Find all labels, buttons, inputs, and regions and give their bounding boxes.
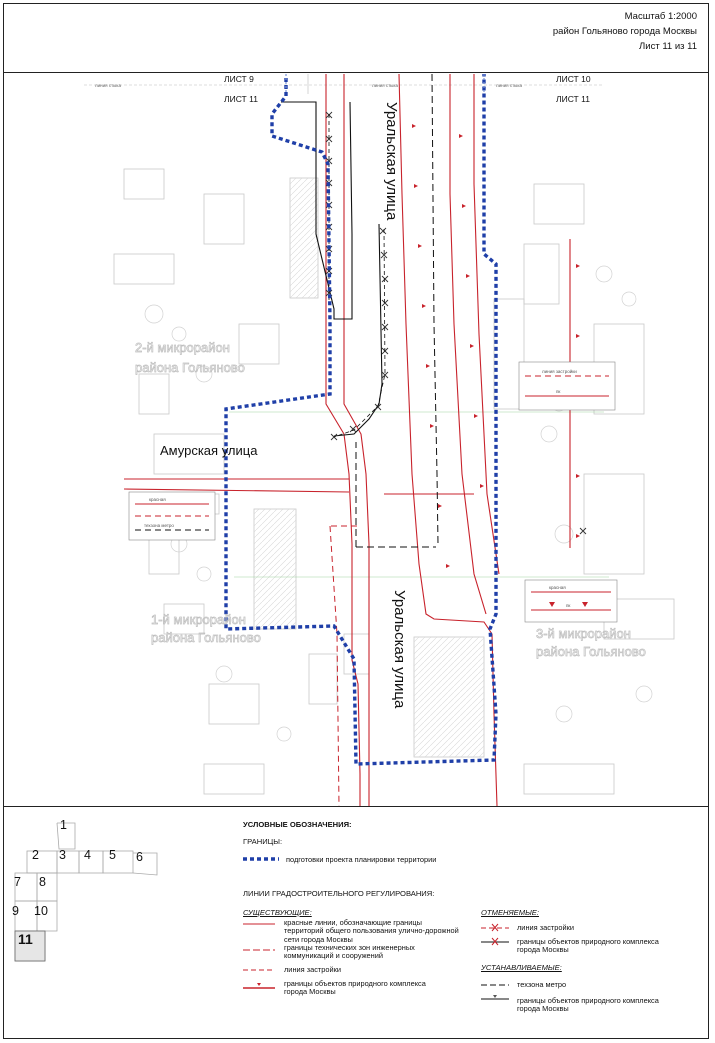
key-map-sheet: 4 <box>84 848 91 862</box>
district-label-2: 2-й микрорайон <box>135 340 230 355</box>
callout-text: красная <box>149 497 166 502</box>
sheet-ref-11: ЛИСТ 11 <box>224 94 258 104</box>
key-map-sheet: 7 <box>14 875 21 889</box>
legend-existing-heading: СУЩЕСТВУЮЩИЕ: <box>243 908 312 917</box>
key-map-sheet: 8 <box>39 875 46 889</box>
stitch-line-label: линия стыка <box>372 83 398 88</box>
map-area: линия стыка линия стыка линия стыка ЛИСТ… <box>4 73 708 807</box>
street-label-uralskaya: Уральская улица <box>383 102 400 221</box>
key-map-sheet: 1 <box>60 818 67 832</box>
legend-lines-heading: ЛИНИИ ГРАДОСТРОИТЕЛЬНОГО РЕГУЛИРОВАНИЯ: <box>243 889 435 898</box>
title-block: Масштаб 1:2000 район Гольяново города Мо… <box>3 3 709 73</box>
legend-established-heading: УСТАНАВЛИВАЕМЫЕ: <box>481 963 562 972</box>
legend-boundaries-heading: ГРАНИЦЫ: <box>243 837 283 846</box>
red-line-markers <box>412 124 580 568</box>
legend-existing-item: линия застройки <box>284 965 341 974</box>
sheet-frame <box>3 3 709 1039</box>
cancelled-markers <box>325 111 587 535</box>
scale-label: Масштаб 1:2000 <box>624 11 697 22</box>
legend-boundary-label: подготовки проекта планировки территории <box>286 855 437 864</box>
sheet-number-label: Лист 11 из 11 <box>639 41 697 52</box>
district-label: район Гольяново города Москвы <box>552 26 697 37</box>
legend-established-item: техзона метро <box>517 980 567 989</box>
legend-panel: 1 2 3 4 5 6 7 8 9 10 11 УСЛОВНЫЕ ОБОЗНАЧ… <box>3 806 709 1039</box>
legend-boundary-symbol <box>243 857 279 861</box>
basemap-hatch <box>254 178 484 757</box>
district-label-3: 3-й микрорайон <box>536 626 631 641</box>
district-label-1: района Гольяново <box>151 630 261 645</box>
map-canvas: линия стыка линия стыка линия стыка ЛИСТ… <box>84 73 675 807</box>
cancelled-markers-dash <box>328 114 386 438</box>
callout-right-bottom: красная пк <box>524 579 618 623</box>
legend-existing-item: границы технических зон инженерных комму… <box>284 943 415 961</box>
key-map-sheet: 3 <box>59 848 66 862</box>
established-boundary <box>281 101 383 437</box>
key-map-current-sheet: 11 <box>18 931 33 947</box>
legend-metro-symbol <box>481 984 509 986</box>
legend-title: УСЛОВНЫЕ ОБОЗНАЧЕНИЯ: <box>243 820 352 829</box>
callout-text: пк <box>566 603 570 608</box>
metro-zone-lines <box>355 73 439 548</box>
legend-nature-symbol <box>243 983 275 989</box>
legend-cancelled-item: границы объектов природного комплекса го… <box>517 937 659 955</box>
red-dashed-lines <box>329 525 359 807</box>
sheet-ref-11: ЛИСТ 11 <box>556 94 590 104</box>
stitch-line-label: линия стыка <box>95 83 121 88</box>
legend-cancelled-build-symbol <box>481 923 509 932</box>
legend-cancelled-nature-symbol <box>481 937 509 946</box>
boundary-ticks <box>285 74 485 94</box>
legend-cancelled-heading: ОТМЕНЯЕМЫЕ: <box>481 908 539 917</box>
legend-existing-item: границы объектов природного комплекса го… <box>284 979 426 997</box>
district-label-1: 1-й микрорайон <box>151 612 246 627</box>
callout-text: линия застройки <box>542 368 577 374</box>
callout-text: красная <box>549 585 566 590</box>
key-map <box>14 822 158 962</box>
callout-text: пк <box>556 389 560 394</box>
legend-tech-zone-symbol <box>243 949 275 951</box>
street-label-amurskaya: Амурская улица <box>160 443 258 458</box>
stitch-line-label: линия стыка <box>496 83 522 88</box>
legend-established-item: границы объектов природного комплекса го… <box>517 996 659 1014</box>
key-map-sheet: 9 <box>12 904 19 918</box>
callout-left: красная техзона метро <box>128 491 216 541</box>
street-label-uralskaya: Уральская улица <box>391 590 408 709</box>
legend-cancelled-item: линия застройки <box>517 923 574 932</box>
sheet-ref-9: ЛИСТ 9 <box>224 74 254 84</box>
callout-text: техзона метро <box>144 523 174 528</box>
key-map-sheet: 10 <box>34 904 48 918</box>
project-boundary <box>224 74 498 766</box>
district-label-2: района Гольяново <box>135 360 245 375</box>
district-label-3: района Гольяново <box>536 644 646 659</box>
district-labels: 2-й микрорайон района Гольяново 1-й микр… <box>135 340 647 660</box>
key-map-sheet: 6 <box>136 850 143 864</box>
legend-build-line-symbol <box>243 969 275 971</box>
legend-established-nature-symbol <box>481 995 509 1000</box>
key-map-sheet: 2 <box>32 848 39 862</box>
legend-existing-item: красные линии, обозначающие границы терр… <box>284 918 459 944</box>
callout-right-top: линия застройки пк <box>518 361 616 411</box>
key-map-sheet: 5 <box>109 848 116 862</box>
aux-lines <box>229 411 609 578</box>
red-lines <box>123 73 571 807</box>
sheet-ref-10: ЛИСТ 10 <box>556 74 591 84</box>
legend-red-line-symbol <box>243 923 275 925</box>
